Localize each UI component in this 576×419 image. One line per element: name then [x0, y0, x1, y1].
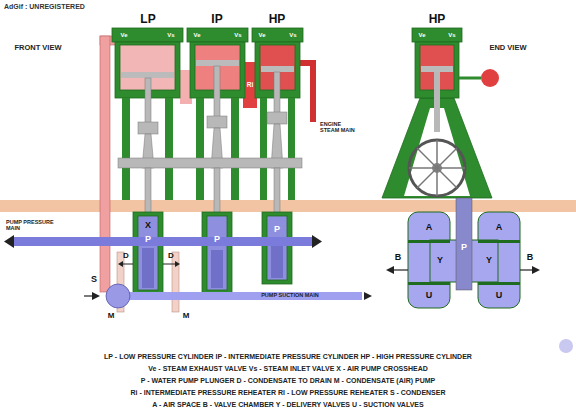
main-label: PUMP PRESSURE MAIN — [6, 220, 58, 232]
part-letter: Y — [437, 256, 443, 265]
main-label: PUMP SUCTION MAIN — [261, 293, 319, 299]
legend-line: LP - LOW PRESSURE CYLINDER IP - INTERMED… — [104, 353, 472, 360]
part-letter: D — [123, 252, 129, 260]
cylinder-name: IP — [211, 13, 222, 26]
view-title: FRONT VIEW — [14, 44, 61, 52]
valve-label: Vs — [289, 32, 296, 38]
legend-line: P - WATER PUMP PLUNGER D - CONDENSATE TO… — [141, 377, 435, 384]
part-letter: D — [168, 252, 174, 260]
valve-label: Vs — [167, 32, 174, 38]
part-letter: B — [395, 253, 402, 262]
part-letter: S — [91, 275, 97, 284]
cylinder-name: HP — [269, 13, 286, 26]
legend-line: Ve - STEAM EXHAUST VALVE Vs - STEAM INLE… — [148, 365, 428, 372]
part-letter: U — [426, 291, 433, 300]
valve-label: Ve — [418, 32, 425, 38]
valve-label: Vs — [234, 32, 241, 38]
view-title: END VIEW — [489, 44, 526, 52]
part-letter: X — [145, 221, 151, 230]
valve-label: Ve — [258, 32, 265, 38]
part-letter: M — [108, 312, 115, 320]
legend-line: Ri - INTERMEDIATE PRESSURE REHEATER Rl -… — [130, 389, 445, 396]
legend-line: A - AIR SPACE B - VALVE CHAMBER Y - DELI… — [152, 401, 423, 408]
reheater-label: Ri — [247, 82, 254, 89]
valve-label: Ve — [120, 32, 127, 38]
part-letter: P — [274, 225, 280, 234]
part-letter: A — [496, 223, 503, 232]
valve-label: Ve — [193, 32, 200, 38]
part-letter: P — [214, 235, 220, 244]
part-letter: Y — [486, 256, 492, 265]
part-letter: B — [527, 253, 534, 262]
cylinder-name: LP — [140, 13, 155, 26]
part-letter: U — [496, 291, 503, 300]
watermark: AdGif : UNREGISTERED — [4, 3, 85, 10]
part-letter: A — [426, 223, 433, 232]
main-label: ENGINE STEAM MAIN — [320, 122, 360, 134]
cylinder-name: HP — [429, 13, 446, 26]
part-letter: M — [183, 312, 190, 320]
part-letter: P — [145, 235, 151, 244]
valve-label: Vs — [448, 32, 455, 38]
part-letter: P — [461, 243, 467, 252]
